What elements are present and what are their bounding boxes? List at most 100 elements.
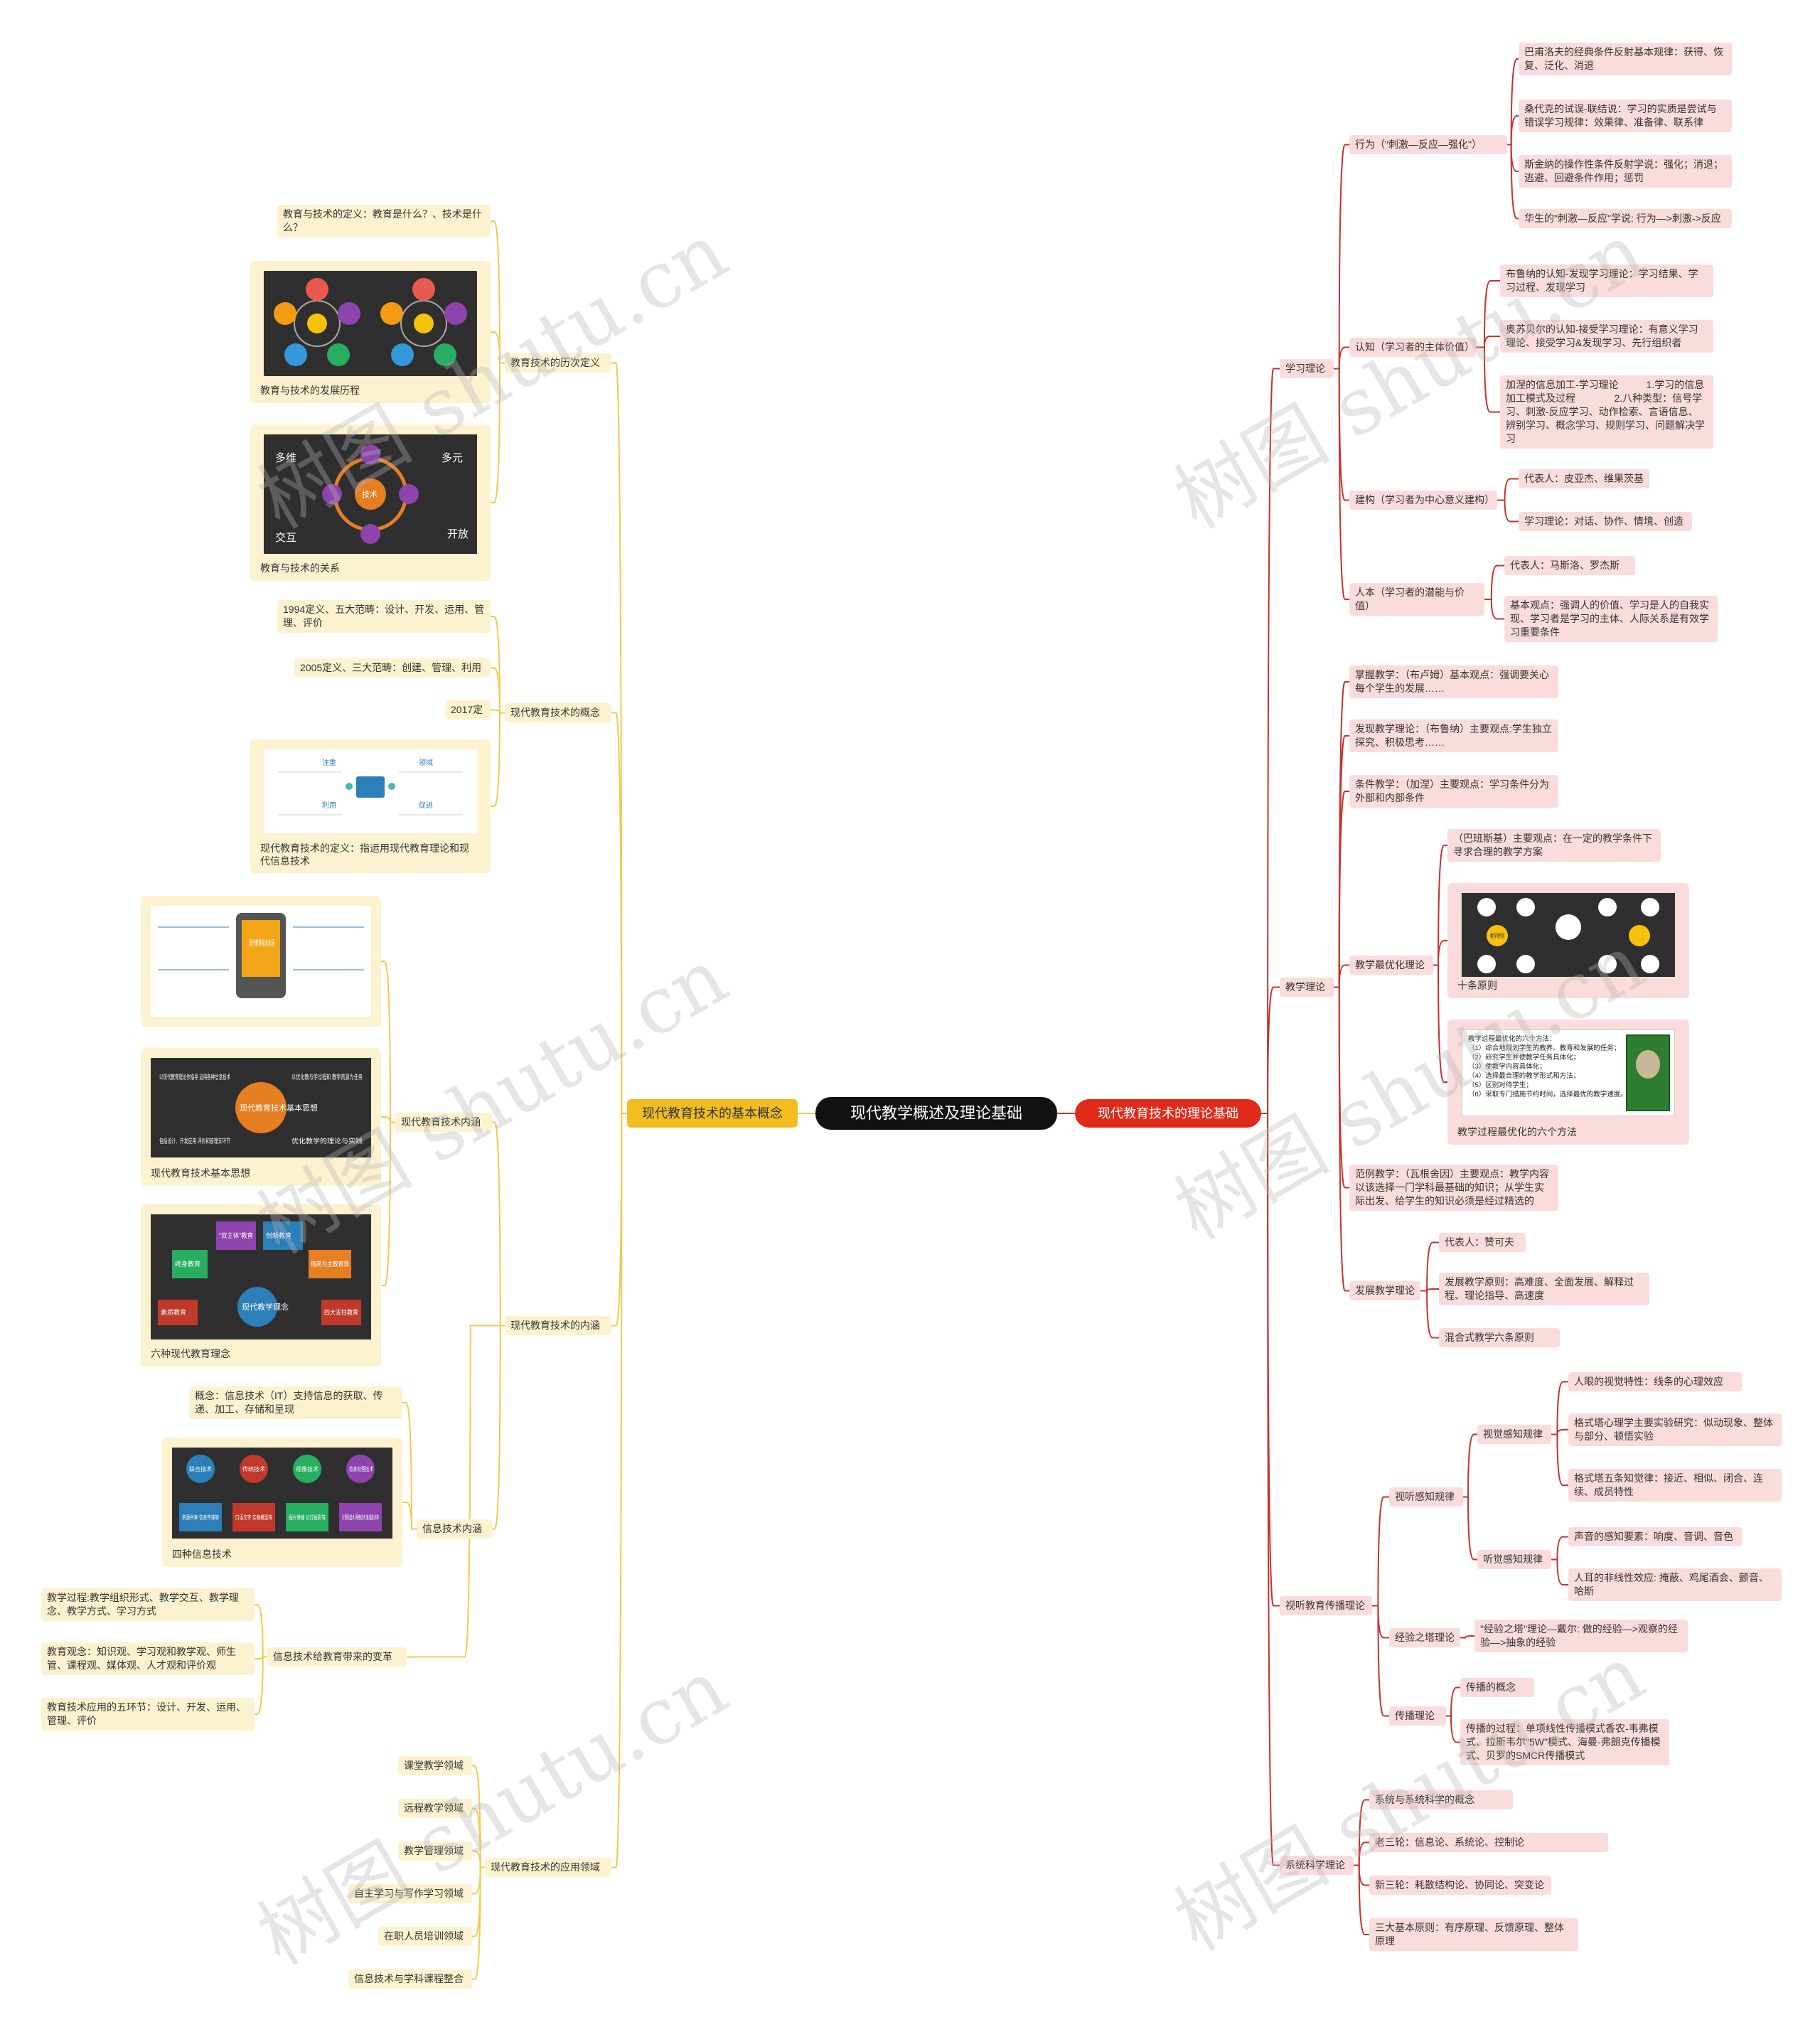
concept-1994[interactable]: 1994定义、五大范畴：设计、开发、运用、管理、评价 — [277, 600, 491, 633]
optimize-image-1-graphic: 教学原则 — [1462, 893, 1675, 977]
connector — [1476, 336, 1500, 348]
behavior-item-3[interactable]: 斯金纳的操作性条件反射学说：强化；消退；逃避、回避条件作用；惩罚 — [1519, 155, 1732, 188]
history-def-question[interactable]: 教育与技术的定义：教育是什么？、技术是什么？ — [277, 205, 491, 237]
history-node[interactable]: 教育技术的历次定义 — [505, 353, 611, 373]
humanism-item-2[interactable]: 基本观点：强调人的价值、学习是人的自我实现、学习者是学习的主体、人际关系是有效学… — [1504, 596, 1718, 642]
connotation-img1-title: 现代教育技术内涵 — [249, 938, 274, 948]
history-image-2[interactable]: 多维 多元 交互 开放 技术 教育与技术的关系 — [250, 424, 491, 581]
cognitive-item-2[interactable]: 奥苏贝尔的认知-接受学习理论：有意义学习理论、接受学习&发现学习、先行组织者 — [1500, 320, 1713, 353]
app-item-4[interactable]: 自主学习与写作学习领域 — [348, 1884, 472, 1903]
cognitive-item-1[interactable]: 布鲁纳的认知-发现学习理论：学习结果、学习过程、发现学习 — [1500, 264, 1713, 297]
connotation-node[interactable]: 现代教育技术内涵 — [395, 1113, 492, 1132]
content-node[interactable]: 现代教育技术的内涵 — [505, 1316, 611, 1335]
comm-item-2[interactable]: 传播的过程：单项线性传播模式香农-韦弗模式、拉斯韦尔"5W"模式、海曼-弗朗克传… — [1460, 1719, 1669, 1765]
behavior-item-2[interactable]: 桑代克的试误-联结说：学习的实质是尝试与错误学习规律：效果律、准备律、联系律 — [1519, 100, 1732, 132]
info-img-l3: 视像技术 — [296, 1465, 318, 1472]
connotation-image-3[interactable]: 现代教学理念 "双主体"教育 创新教育 终身教育 情商为主教育观 素质教育 四大… — [141, 1204, 381, 1367]
connector — [1334, 144, 1349, 370]
concept-2005[interactable]: 2005定义、三大范畴：创建、管理、利用 — [294, 658, 491, 678]
development-node[interactable]: 发展教学理论 — [1349, 1281, 1420, 1300]
concept-image[interactable]: 注重 领域 利用 促进 现代教育技术的定义：指运用现代教育理论和现代信息技术 — [250, 739, 491, 873]
optimize-node[interactable]: 教学最优化理论 — [1349, 956, 1433, 975]
visual-item-1[interactable]: 人眼的视觉特性：线条的心理效应 — [1568, 1372, 1742, 1391]
comm-item-1[interactable]: 传播的概念 — [1460, 1678, 1534, 1697]
development-item-1[interactable]: 代表人：赞可夫 — [1439, 1233, 1526, 1252]
info-node[interactable]: 信息技术内涵 — [417, 1519, 492, 1539]
construct-item-1[interactable]: 代表人：皮亚杰、维果茨基 — [1519, 469, 1649, 488]
visual-item-3[interactable]: 格式塔五条知觉律：接近、相似、闭合、连续、成员特性 — [1568, 1469, 1782, 1502]
visual-item-2[interactable]: 格式塔心理学主要实验研究：似动现象、整体与部分、顿悟实验 — [1568, 1413, 1782, 1446]
concept-2017[interactable]: 2017定 — [445, 700, 491, 720]
cone-node[interactable]: 经验之塔理论 — [1389, 1628, 1460, 1647]
connector — [1420, 1290, 1439, 1339]
audio-item-2[interactable]: 人耳的非线性效应: 掩蔽、鸡尾酒会、颤音、哈斯 — [1568, 1568, 1782, 1601]
cognitive-node[interactable]: 认知（学习者的主体价值） — [1349, 338, 1476, 357]
connector — [1372, 1605, 1389, 1717]
connector — [1334, 735, 1349, 988]
teaching-item-3[interactable]: 条件教学：（加涅）主要观点：学习条件分为外部和内部条件 — [1349, 775, 1558, 808]
connotation-image-1[interactable]: 现代教育技术内涵 — [141, 896, 381, 1027]
optimize-desc[interactable]: （巴班斯基）主要观点：在一定的教学条件下寻求合理的教学方案 — [1447, 829, 1661, 862]
app-item-3[interactable]: 教学管理领域 — [398, 1841, 472, 1861]
info-img-l5: 资源共享 信息传递等 — [182, 1514, 219, 1521]
branch-basic-concepts[interactable]: 现代教育技术的基本概念 — [627, 1099, 798, 1128]
connector — [1261, 1113, 1280, 1866]
info-concept[interactable]: 概念：信息技术（IT）支持信息的获取、传递、加工、存储和呈现 — [189, 1386, 402, 1419]
teaching-node[interactable]: 教学理论 — [1280, 978, 1334, 997]
history-image-1[interactable]: 教育与技术的发展历程 — [250, 261, 491, 403]
cone-item-1[interactable]: "经验之塔"理论—戴尔: 做的经验—>观察的经验—>抽象的经验 — [1474, 1620, 1688, 1652]
systems-item-4[interactable]: 三大基本原则：有序原理、反馈原理、整体原理 — [1369, 1918, 1578, 1951]
connector — [1372, 1605, 1389, 1639]
behavior-item-4[interactable]: 华生的"刺激—反应"学说: 行为—>刺激->反应 — [1519, 209, 1732, 228]
app-item-1[interactable]: 课堂教学领域 — [398, 1756, 472, 1775]
concept-img-l1: 注重 — [322, 758, 336, 767]
connotation-image-2[interactable]: 现代教育技术基本思想 以现代教育理论作指导 运用各种信息技术 以优化教与学过程和… — [141, 1048, 381, 1186]
teaching-item-1[interactable]: 掌握教学：（布卢姆）基本观点：强调要关心每个学生的发展…… — [1349, 665, 1558, 698]
change-item-1[interactable]: 教学过程:教学组织形式、教学交互、教学理念、教学方式、学习方式 — [41, 1588, 255, 1621]
systems-item-2[interactable]: 老三轮：信息论、系统论、控制论 — [1369, 1833, 1608, 1852]
perception-node[interactable]: 视听感知规律 — [1389, 1487, 1463, 1507]
connector — [472, 1866, 485, 1937]
connector — [255, 1656, 267, 1715]
systems-item-1[interactable]: 系统与系统科学的概念 — [1369, 1790, 1513, 1809]
change-item-2[interactable]: 教育观念：知识观、学习观和教学观、师生管、课程观、媒体观、人才观和评价观 — [41, 1642, 255, 1675]
app-item-5[interactable]: 在职人员培训领域 — [378, 1927, 472, 1946]
teaching-item-2[interactable]: 发现教学理论：（布鲁纳）主要观点:学生独立探究、积极思考…… — [1349, 720, 1558, 752]
change-node[interactable]: 信息技术给教育带来的变革 — [267, 1647, 407, 1667]
construct-node[interactable]: 建构（学习者为中心意义建构） — [1349, 491, 1497, 510]
audio-node[interactable]: 听觉感知规律 — [1477, 1550, 1551, 1569]
img2-kaifang: 开放 — [447, 528, 469, 540]
concept-node[interactable]: 现代教育技术的概念 — [505, 703, 611, 722]
branch-theory-foundation[interactable]: 现代教育技术的理论基础 — [1075, 1099, 1261, 1128]
connector — [611, 362, 627, 1114]
systems-node[interactable]: 系统科学理论 — [1280, 1856, 1354, 1875]
connotation-image-3-graphic: 现代教学理念 "双主体"教育 创新教育 终身教育 情商为主教育观 素质教育 四大… — [151, 1214, 371, 1339]
humanism-node[interactable]: 人本（学习者的潜能与价值） — [1349, 583, 1484, 616]
comm-node[interactable]: 传播理论 — [1389, 1706, 1446, 1726]
cognitive-item-3[interactable]: 加涅的信息加工-学习理论 1.学习的信息加工模式及过程 2.八种类型：信号学习、… — [1500, 375, 1713, 449]
optimize-image-1[interactable]: 教学原则 十条原则 — [1447, 883, 1689, 998]
change-item-3[interactable]: 教育技术应用的五环节：设计、开发、运用、管理、评价 — [41, 1698, 255, 1731]
app-item-6[interactable]: 信息技术与学科课程整合 — [348, 1969, 472, 1989]
info-image[interactable]: 联合技术 传统技术 视像技术 信息处理技术 资源共享 信息传递等 口语文字 实物… — [162, 1438, 402, 1567]
connector — [1551, 1536, 1568, 1561]
app-item-2[interactable]: 远程教学领域 — [398, 1799, 472, 1818]
connector — [1551, 1433, 1568, 1486]
construct-item-2[interactable]: 学习理论：对话、协作、情境、创造 — [1519, 512, 1692, 531]
development-item-3[interactable]: 混合式教学六条原则 — [1439, 1328, 1560, 1347]
connector — [1334, 681, 1349, 988]
root-node[interactable]: 现代教学概述及理论基础 — [815, 1097, 1057, 1130]
apps-node[interactable]: 现代教育技术的应用领域 — [485, 1858, 611, 1877]
learning-node[interactable]: 学习理论 — [1280, 359, 1334, 378]
optimize-image-2[interactable]: 教学过程最优化的六个方法： （1）综合地规划学生的教养、教育和发展的任务； （2… — [1447, 1020, 1689, 1145]
systems-item-3[interactable]: 新三轮：耗散结构论、协同论、突变论 — [1369, 1876, 1551, 1895]
opt-line-0: 教学过程最优化的六个方法： — [1468, 1035, 1556, 1043]
visual-node[interactable]: 视觉感知规律 — [1477, 1425, 1551, 1444]
example-teaching[interactable]: 范例教学：（瓦根舍因）主要观点：教学内容以该选择一门学科最基础的知识；从学生实际… — [1349, 1165, 1558, 1211]
audio-item-1[interactable]: 声音的感知要素：响度、音调、音色 — [1568, 1527, 1742, 1546]
av-node[interactable]: 视听教育传播理论 — [1280, 1596, 1372, 1615]
development-item-2[interactable]: 发展教学原则：高难度、全面发展、解释过程、理论指导、高速度 — [1439, 1273, 1649, 1305]
behavior-node[interactable]: 行为（"刺激—反应—强化"） — [1349, 135, 1507, 154]
humanism-item-1[interactable]: 代表人：马斯洛、罗杰斯 — [1504, 556, 1635, 575]
behavior-item-1[interactable]: 巴甫洛夫的经典条件反射基本规律：获得、恢复、泛化、消退 — [1519, 43, 1732, 75]
